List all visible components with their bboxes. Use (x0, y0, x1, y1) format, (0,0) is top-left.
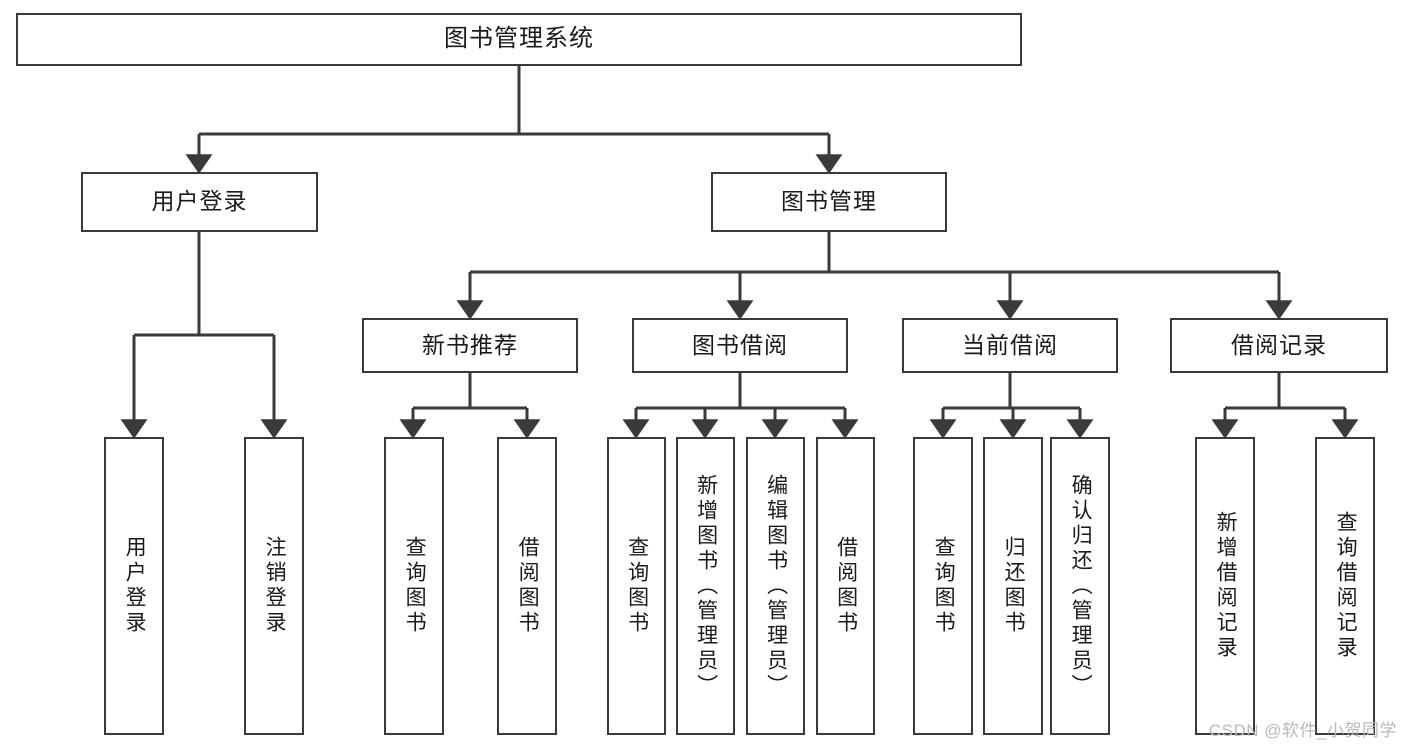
csdn-watermark: CSDN @软件_小贺同学 (1208, 721, 1397, 740)
node-label: 图书借阅 (692, 331, 788, 358)
node-label: 当前借阅 (962, 331, 1058, 358)
node-label: 查询图书 (932, 536, 956, 636)
node-label: 归还图书 (1002, 536, 1026, 636)
node-leaf-borrow-book-2[interactable]: 借阅图书 (816, 437, 875, 735)
node-label: 借阅记录 (1231, 331, 1327, 358)
node-leaf-add-record[interactable]: 新增借阅记录 (1195, 437, 1255, 735)
node-leaf-borrow-book-1[interactable]: 借阅图书 (497, 437, 557, 735)
node-leaf-query-book-3[interactable]: 查询图书 (913, 437, 973, 735)
node-label: 图书管理系统 (444, 25, 594, 53)
node-leaf-confirm-return[interactable]: 确认归还（管理员） (1050, 437, 1110, 735)
node-leaf-user-logout[interactable]: 注销登录 (244, 437, 304, 735)
node-leaf-query-record[interactable]: 查询借阅记录 (1315, 437, 1375, 735)
node-current-borrow[interactable]: 当前借阅 (902, 318, 1118, 373)
node-label: 图书管理 (781, 188, 877, 215)
node-user-login[interactable]: 用户登录 (81, 172, 318, 232)
node-root-system[interactable]: 图书管理系统 (16, 13, 1022, 66)
node-label: 借阅图书 (516, 536, 540, 636)
node-label: 注销登录 (263, 536, 287, 636)
node-new-book-recommend[interactable]: 新书推荐 (362, 318, 578, 373)
node-leaf-user-login[interactable]: 用户登录 (104, 437, 164, 735)
node-label: 编辑图书（管理员） (764, 473, 788, 699)
node-label: 用户登录 (123, 536, 147, 636)
node-borrow-record[interactable]: 借阅记录 (1170, 318, 1388, 373)
node-label: 借阅图书 (834, 536, 858, 636)
node-label: 新书推荐 (422, 331, 518, 358)
node-label: 查询图书 (625, 536, 649, 636)
node-label: 用户登录 (151, 188, 248, 215)
node-leaf-return-book[interactable]: 归还图书 (983, 437, 1043, 735)
node-label: 查询借阅记录 (1334, 511, 1358, 661)
node-leaf-add-book[interactable]: 新增图书（管理员） (676, 437, 735, 735)
node-label: 查询图书 (403, 536, 427, 636)
node-book-manage[interactable]: 图书管理 (711, 172, 947, 232)
node-label: 确认归还（管理员） (1069, 473, 1093, 699)
node-leaf-edit-book[interactable]: 编辑图书（管理员） (746, 437, 805, 735)
node-label: 新增图书（管理员） (694, 473, 718, 699)
node-book-borrow[interactable]: 图书借阅 (632, 318, 848, 373)
node-label: 新增借阅记录 (1214, 511, 1238, 661)
node-leaf-query-book-1[interactable]: 查询图书 (384, 437, 444, 735)
node-leaf-query-book-2[interactable]: 查询图书 (607, 437, 666, 735)
